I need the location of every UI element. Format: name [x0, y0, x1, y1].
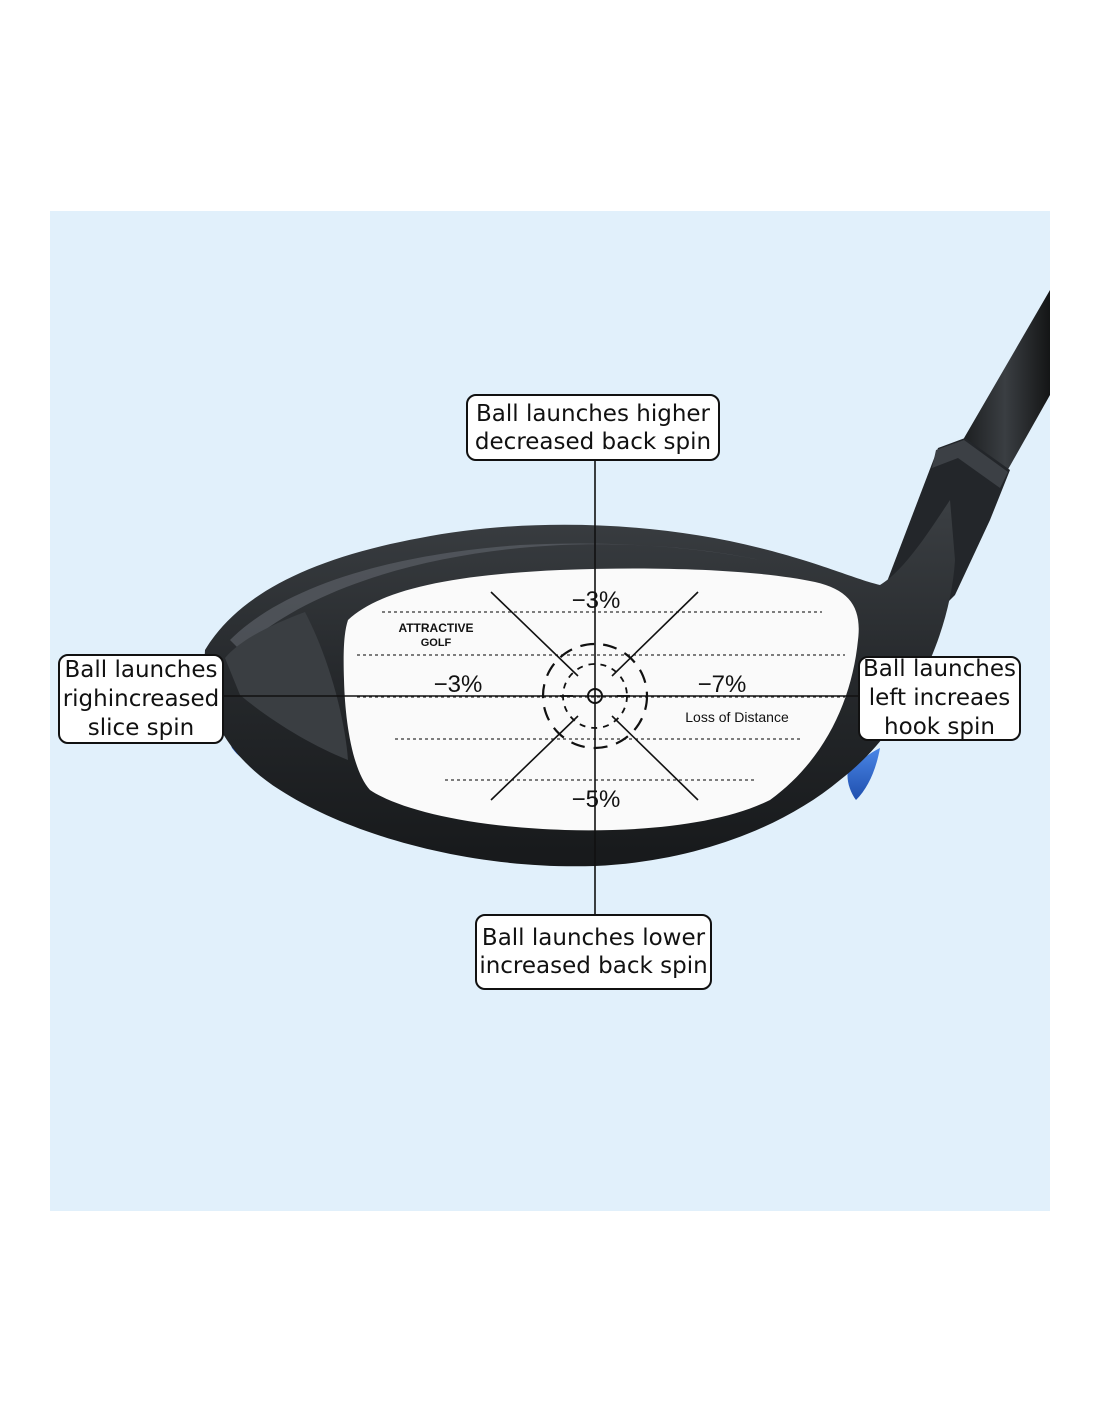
callout-left-line3: slice spin — [87, 714, 195, 741]
callout-right: Ball launches left increaes hook spin — [858, 656, 1021, 741]
loss-of-distance-label: Loss of Distance — [685, 709, 789, 725]
diagonal-line — [611, 591, 699, 677]
callout-right-line2: left increaes — [868, 685, 1011, 711]
pct-top-label: −3% — [572, 587, 621, 614]
callout-bottom-line1: Ball launches lower — [481, 925, 706, 951]
callout-left-line2: righincreased — [62, 685, 220, 712]
callout-right-line1: Ball launches — [863, 656, 1016, 682]
pct-bottom-label: −5% — [572, 786, 621, 813]
brand-line1: ATTRACTIVE — [398, 621, 473, 635]
blue-accent-right — [847, 748, 880, 800]
diagonal-line — [490, 715, 579, 801]
club-shaft — [960, 290, 1050, 480]
face-score-lines — [357, 611, 845, 781]
diagonal-line — [490, 591, 579, 677]
callout-right-line3: hook spin — [884, 714, 995, 740]
callout-bottom: Ball launches lower increased back spin — [475, 914, 712, 990]
pct-right-label: −7% — [698, 671, 747, 698]
connector-lines — [224, 461, 858, 914]
pct-left-label: −3% — [434, 671, 483, 698]
callout-left: Ball launches righincreased slice spin — [58, 654, 224, 744]
hosel-ring — [932, 440, 1008, 488]
diagonal-line — [611, 715, 699, 801]
callout-bottom-line2: increased back spin — [479, 953, 708, 979]
brand-line2: GOLF — [421, 637, 452, 649]
callout-top: Ball launches higher decreased back spin — [466, 394, 720, 461]
callout-left-line1: Ball launches — [64, 656, 218, 683]
callout-top-line2: decreased back spin — [474, 428, 712, 455]
callout-top-line1: Ball launches higher — [475, 400, 711, 427]
diagonal-lines — [490, 591, 699, 801]
toe-panel — [225, 612, 348, 760]
